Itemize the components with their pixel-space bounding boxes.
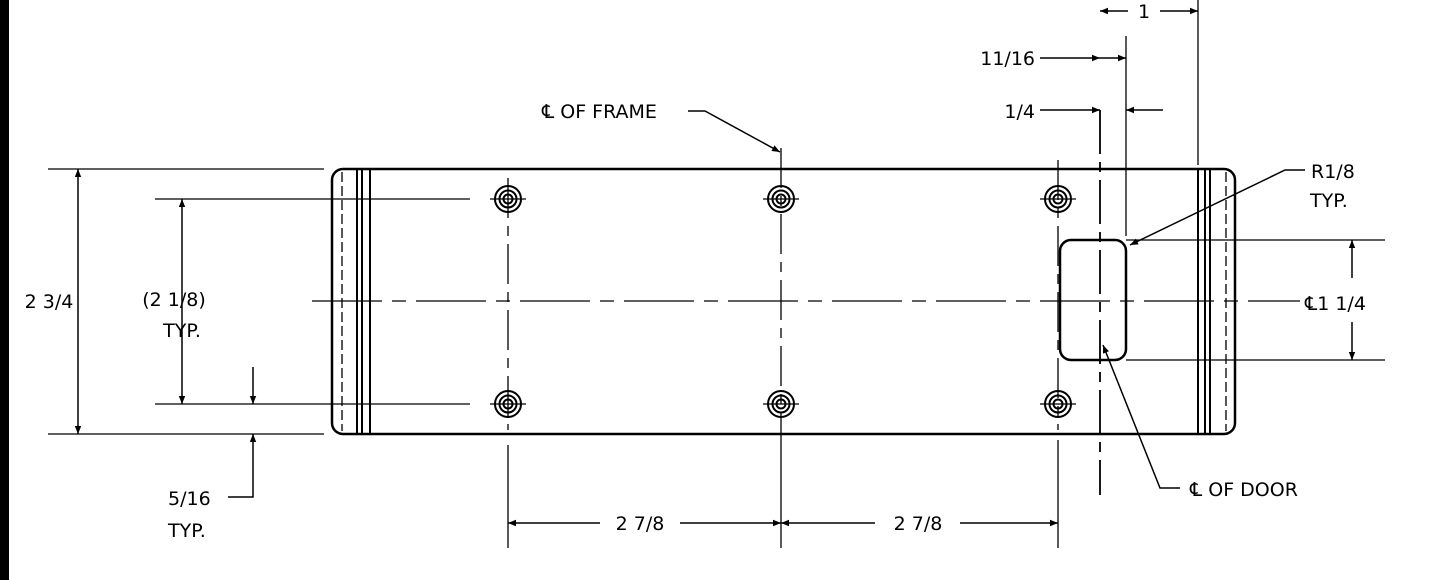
dimension-1-4: 1/4 bbox=[1004, 101, 1035, 123]
radius-label: R1/8 bbox=[1311, 161, 1355, 183]
slot-height-dimension: ℄1 1/4 bbox=[1304, 293, 1366, 315]
annotations: ℄ OF FRAME 1 11/16 1/4 R1/8 TYP. 2 3/4 (… bbox=[25, 1, 1366, 542]
edge-distance-typ-label: TYP. bbox=[167, 520, 206, 542]
hole-spacing-left-dimension: 2 7/8 bbox=[616, 513, 665, 535]
frame-centerline-leader bbox=[688, 110, 781, 153]
hole-spacing-typ-label: TYP. bbox=[162, 320, 201, 342]
edge-distance-dimension: 5/16 bbox=[168, 488, 211, 510]
frame-centerline-label: ℄ OF FRAME bbox=[541, 101, 657, 123]
leader-lines bbox=[688, 110, 1305, 489]
door-centerline-label: ℄ OF DOOR bbox=[1189, 479, 1298, 501]
hole-spacing-right-dimension: 2 7/8 bbox=[894, 513, 943, 535]
hole-spacing-dimension: (2 1/8) bbox=[142, 289, 206, 311]
door-centerline-leader bbox=[1102, 344, 1180, 489]
dimension-11-16: 11/16 bbox=[980, 48, 1035, 70]
overall-height-dimension: 2 3/4 bbox=[25, 291, 74, 313]
extension-lines bbox=[48, 0, 1385, 548]
dimension-lines bbox=[74, 7, 1356, 527]
sheet-border-left bbox=[0, 0, 9, 580]
radius-leader bbox=[1129, 169, 1305, 246]
radius-typ-label: TYP. bbox=[1309, 190, 1348, 212]
strike-slot bbox=[1058, 238, 1128, 362]
centerlines bbox=[312, 110, 1300, 495]
top-width-dimension: 1 bbox=[1138, 1, 1150, 23]
